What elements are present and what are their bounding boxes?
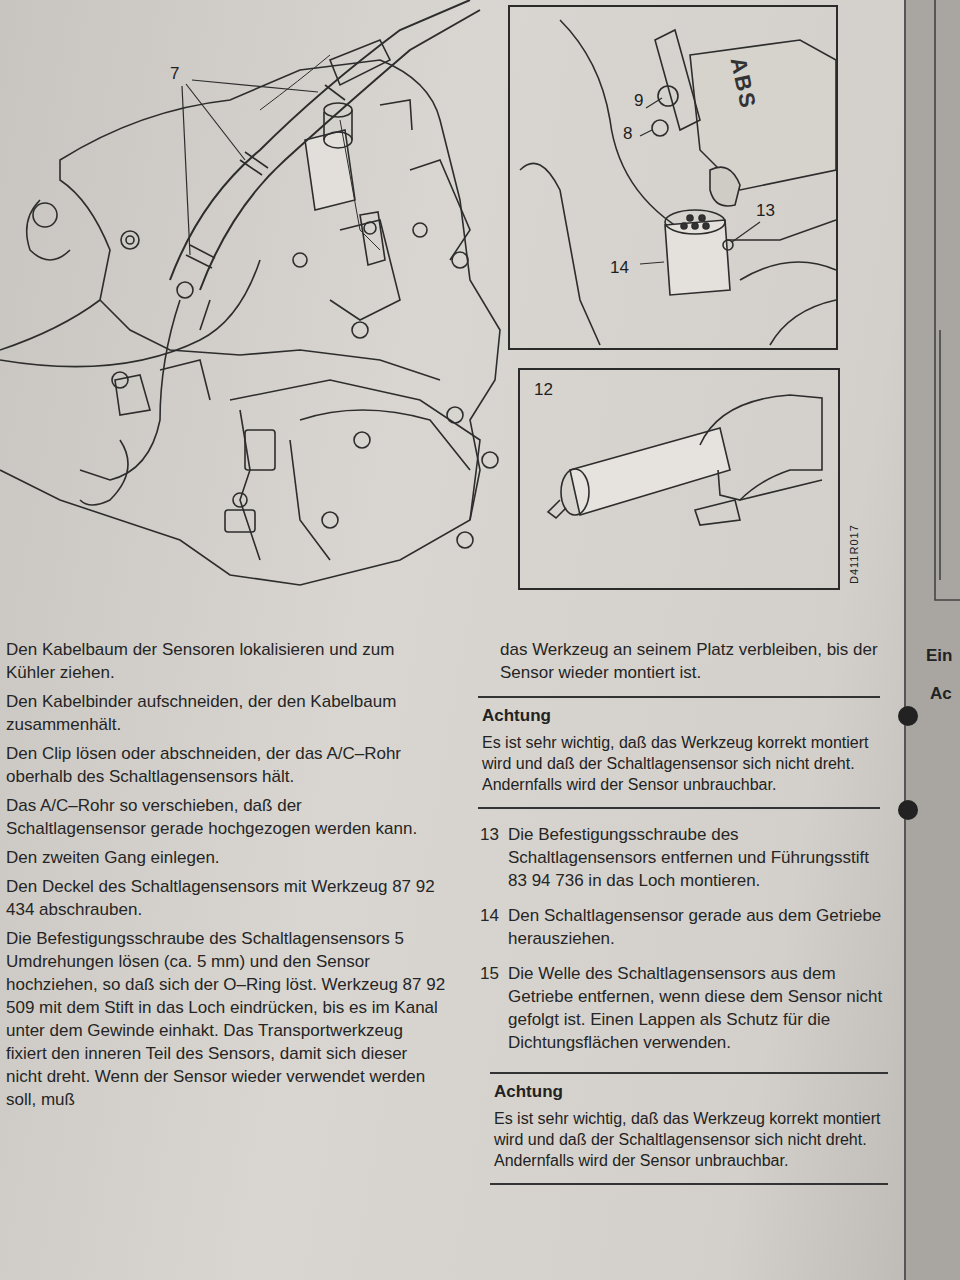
callout-number: 14 [610, 258, 629, 278]
step-text: Den Deckel des Schaltlagensensors mit We… [6, 875, 446, 921]
step-text: das Werkzeug an seinem Platz verbleiben,… [500, 638, 880, 684]
step-number: 15 [480, 962, 499, 985]
warning-heading: Achtung [494, 1082, 884, 1102]
next-page-heading: Ac [930, 684, 952, 704]
step-text: Den Kabelbinder aufschneiden, der den Ka… [6, 690, 446, 736]
figure-code: D411R017 [848, 524, 860, 584]
step-number: 14 [480, 904, 499, 927]
step-text: Den zweiten Gang einlegen. [6, 846, 446, 869]
callout-number: 9 [634, 91, 643, 111]
callout-number: 7 [170, 64, 179, 84]
step-text: Die Befestigungsschraube des Schaltlagen… [6, 927, 446, 1111]
warning-band: Achtung Es ist sehr wichtig, daß das Werk… [490, 1072, 888, 1185]
step-text: Den Schaltlagensensor gerade aus dem Get… [508, 904, 884, 950]
step-text: Das A/C–Rohr so verschieben, daß der Sch… [6, 794, 446, 840]
next-page-heading: Ein [926, 646, 952, 666]
warning-text: Es ist sehr wichtig, daß das Werkzeug ko… [494, 1108, 884, 1171]
step-number: 13 [480, 823, 499, 846]
step-text: Den Kabelbaum der Sensoren lokalisieren … [6, 638, 446, 684]
warning-text: Es ist sehr wichtig, daß das Werkzeug ko… [482, 732, 876, 795]
warning-band: Achtung Es ist sehr wichtig, daß das Werk… [478, 696, 880, 809]
callout-number: 8 [623, 124, 632, 144]
warning-heading: Achtung [482, 706, 876, 726]
step-text: Den Clip lösen oder abschneiden, der das… [6, 742, 446, 788]
callout-number: 13 [756, 201, 775, 221]
step-text: Die Befestigungsschraube des Schaltlagen… [508, 823, 884, 892]
part-marking: ABS [725, 55, 761, 112]
callout-number: 12 [534, 380, 553, 400]
figure-panel: ABS 98 13 14 [508, 5, 838, 350]
step-text: Die Welle des Schaltlagensensors aus dem… [508, 962, 884, 1054]
figure-panel: 12D411R017 [518, 368, 840, 590]
